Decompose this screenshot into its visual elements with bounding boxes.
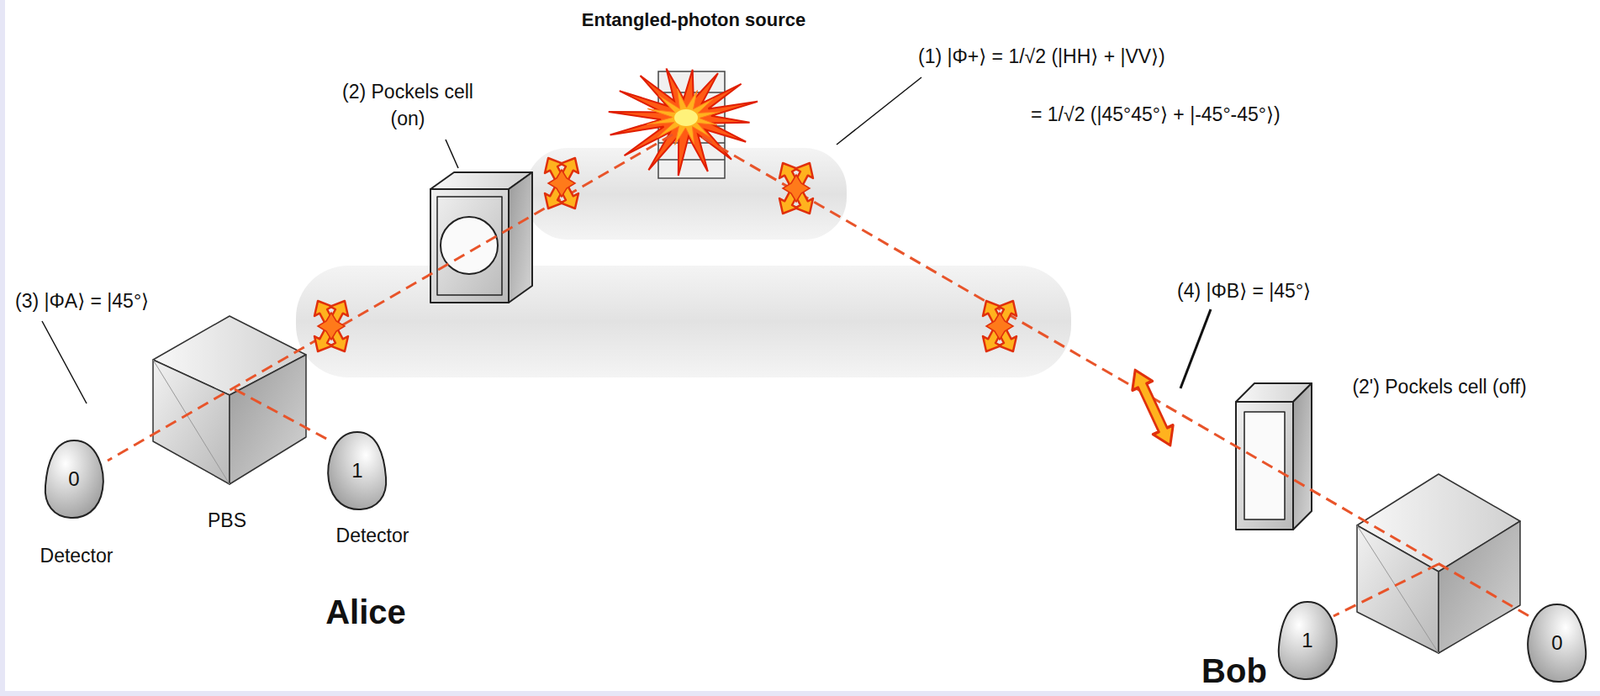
leader-line [445, 139, 459, 169]
state-label: (4) |ΦB⟩ = |45°⟩ [1177, 277, 1311, 305]
beam-splitter-cube [1357, 525, 1439, 654]
photon-band [295, 265, 1072, 378]
party-name: Alice [325, 588, 407, 636]
photon-beam [234, 389, 330, 441]
detector: 0 [1523, 601, 1591, 686]
pockels-cell [1235, 401, 1294, 530]
leader-line [1180, 309, 1211, 389]
detector-text-wrap: 0 [40, 437, 108, 522]
pockels-cell [430, 172, 533, 303]
detector-shape [45, 440, 104, 518]
photon-symbol [976, 295, 1022, 356]
emission-burst [674, 109, 698, 127]
photon-symbol [308, 295, 354, 356]
beam-splitter-cube [1357, 525, 1439, 654]
pockels-cell [1244, 411, 1285, 520]
detector-shape [1527, 604, 1586, 682]
state-equation: (1) |Φ+⟩ = 1/√2 (|HH⟩ + |VV⟩) [918, 42, 1166, 70]
photon-beam [107, 134, 1534, 619]
photon-symbol [308, 153, 1022, 356]
pockels-cell [1235, 383, 1312, 530]
leader-line [836, 77, 922, 145]
pockels-cell [440, 216, 498, 275]
detector-number: 1 [351, 459, 363, 483]
detector-number: 1 [1301, 628, 1313, 653]
photon-beam [107, 134, 673, 461]
detector-shape [327, 432, 386, 510]
pockels-cell [1293, 383, 1312, 530]
frame-strip [0, 691, 1600, 696]
photon-symbol [538, 153, 584, 213]
detector: 1 [323, 428, 391, 513]
detector-text-wrap: 1 [323, 428, 391, 513]
beam-splitter-cube [153, 359, 230, 485]
state-equation: = 1/√2 (|45°45°⟩ + |-45°-45°⟩) [1030, 100, 1281, 128]
source-title: Entangled-photon source [581, 7, 806, 34]
polarized-photon [1124, 365, 1181, 451]
leader-line [42, 77, 1211, 404]
pbs-label: PBS [207, 506, 247, 534]
emission-burst [647, 89, 721, 146]
photon-symbol [773, 158, 819, 218]
photon-beam [702, 137, 1534, 619]
pockels-cell [430, 189, 509, 303]
polarized-photon [1124, 365, 1181, 451]
beam-splitter-cube [153, 359, 230, 485]
beam-splitter-cube [153, 316, 307, 485]
frame-strip [0, 0, 6, 696]
detector-label: Detector [336, 522, 410, 550]
detector: 1 [1273, 598, 1342, 683]
photon-beam [1333, 564, 1439, 617]
detector-shape [1278, 601, 1337, 680]
detector-label: Detector [40, 542, 114, 570]
pockels-label: (2') Pockels cell (off) [1349, 373, 1531, 401]
leader-line [42, 321, 87, 404]
detector-text-wrap: 0 [1523, 601, 1591, 686]
pockels-cell [437, 196, 502, 296]
pockels-label: (2) Pockels cell (on) [323, 78, 492, 133]
detector-text-wrap: 1 [1273, 598, 1342, 683]
photon-band [295, 147, 1072, 378]
detector-number: 0 [68, 467, 80, 492]
crystal [658, 158, 725, 161]
detector: 0 [40, 437, 108, 522]
party-name: Bob [1201, 647, 1268, 695]
pockels-cell [508, 172, 533, 303]
detector-number: 0 [1551, 631, 1563, 655]
beam-splitter-cube [229, 354, 307, 485]
state-label: (3) |ΦA⟩ = |45°⟩ [15, 287, 149, 315]
